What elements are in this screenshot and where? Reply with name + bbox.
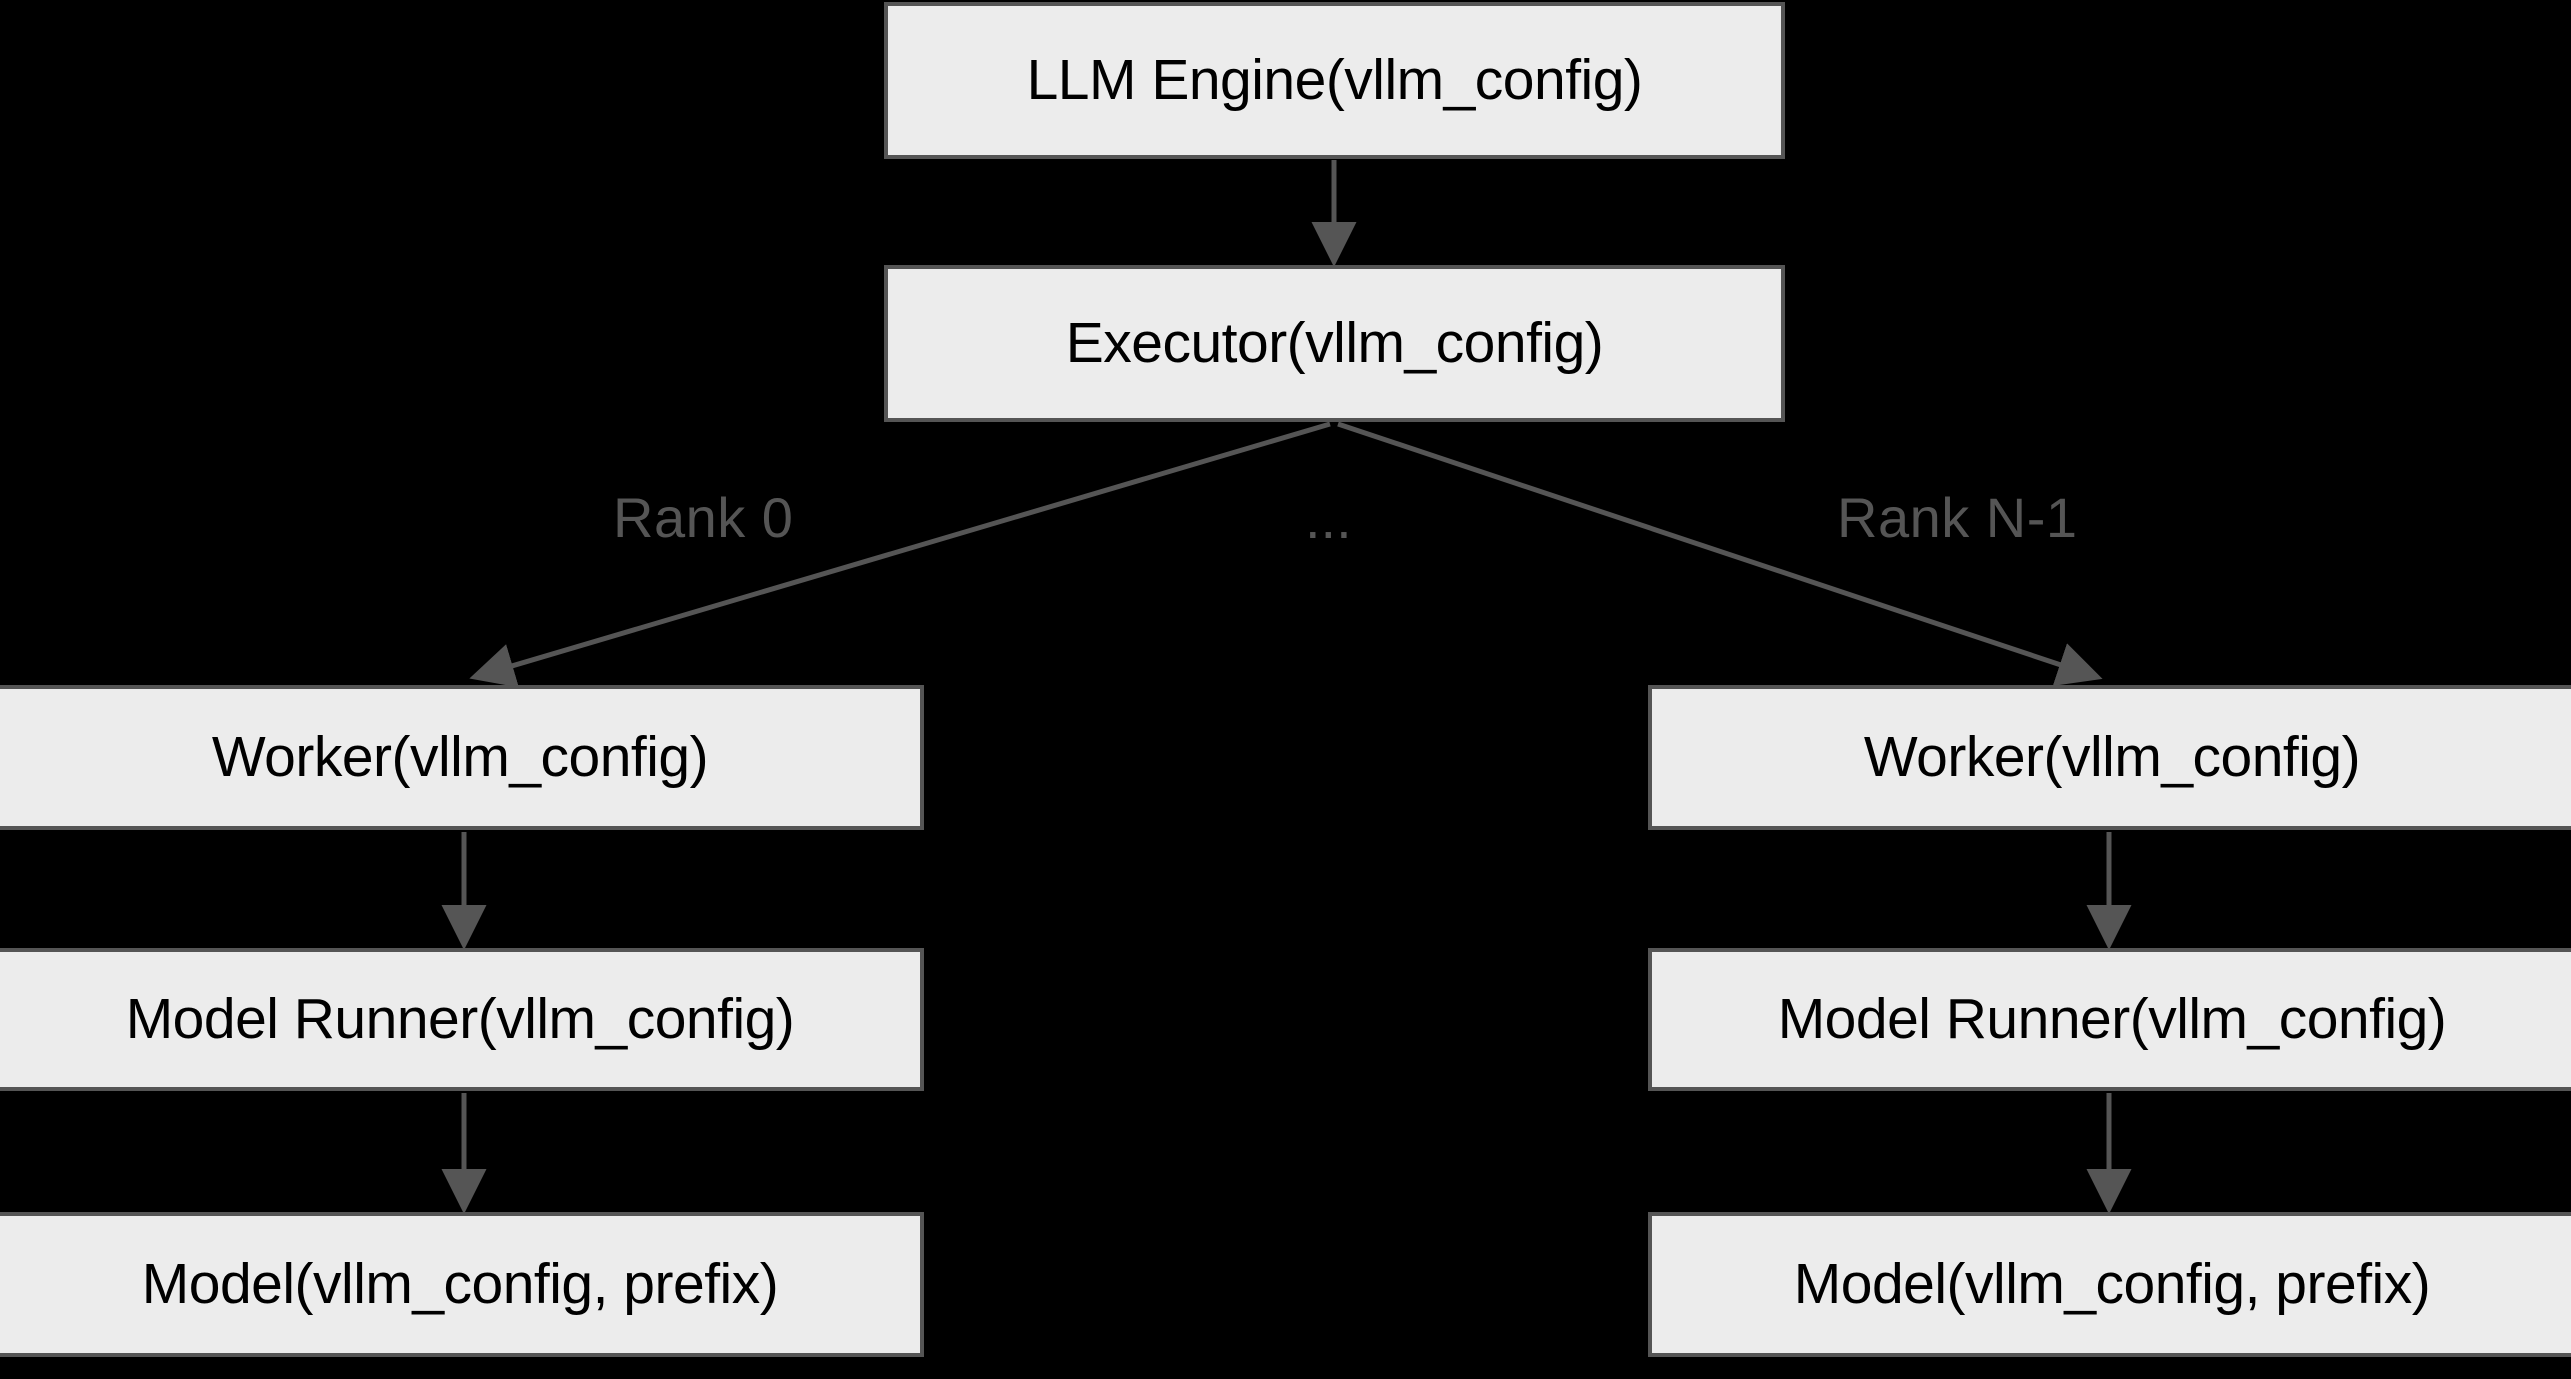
node-worker-rank-0: Worker(vllm_config) [0,685,924,830]
edge-label-rank-n-1: Rank N-1 [1837,486,2078,549]
edge-executor-to-worker-right [1337,421,2103,686]
node-model-runner-rank-0: Model Runner(vllm_config) [0,948,924,1091]
node-model-rank-n-1: Model(vllm_config, prefix) [1648,1212,2571,1357]
node-model-rank-0: Model(vllm_config, prefix) [0,1212,924,1357]
node-model-runner-rank-n-1-label: Model Runner(vllm_config) [1777,986,2447,1051]
node-worker-rank-0-label: Worker(vllm_config) [211,724,709,789]
node-executor-label: Executor(vllm_config) [1065,310,1604,375]
node-executor: Executor(vllm_config) [884,265,1785,422]
node-model-runner-rank-n-1: Model Runner(vllm_config) [1648,948,2571,1091]
node-model-rank-0-label: Model(vllm_config, prefix) [141,1251,779,1316]
node-llm-engine-label: LLM Engine(vllm_config) [1026,47,1643,112]
edge-label-ellipsis: ... [1305,487,1352,550]
edge-label-rank-0: Rank 0 [613,486,794,549]
node-worker-rank-n-1: Worker(vllm_config) [1648,685,2571,830]
node-model-rank-n-1-label: Model(vllm_config, prefix) [1793,1251,2431,1316]
node-model-runner-rank-0-label: Model Runner(vllm_config) [125,986,795,1051]
node-worker-rank-n-1-label: Worker(vllm_config) [1863,724,2361,789]
edge-executor-to-worker-left [469,421,1331,688]
node-llm-engine: LLM Engine(vllm_config) [884,2,1785,159]
